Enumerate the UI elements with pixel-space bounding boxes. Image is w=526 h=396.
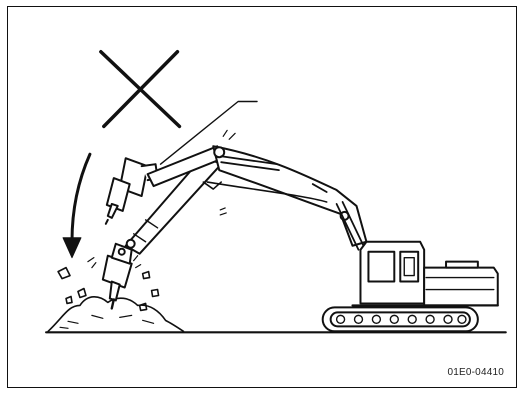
cross-mark-icon [101, 52, 180, 127]
figure-code-label: 01E0-04410 [448, 367, 505, 378]
figure-frame: 01E0-04410 [7, 6, 517, 388]
excavator-boom [203, 130, 366, 245]
rubble-pile-icon [48, 297, 183, 331]
breaker-raised-icon [106, 158, 158, 224]
excavator-cab [360, 242, 424, 304]
downward-arrow-icon [63, 154, 90, 257]
figure-illustration [8, 7, 516, 387]
excavator-tracks [323, 307, 478, 331]
